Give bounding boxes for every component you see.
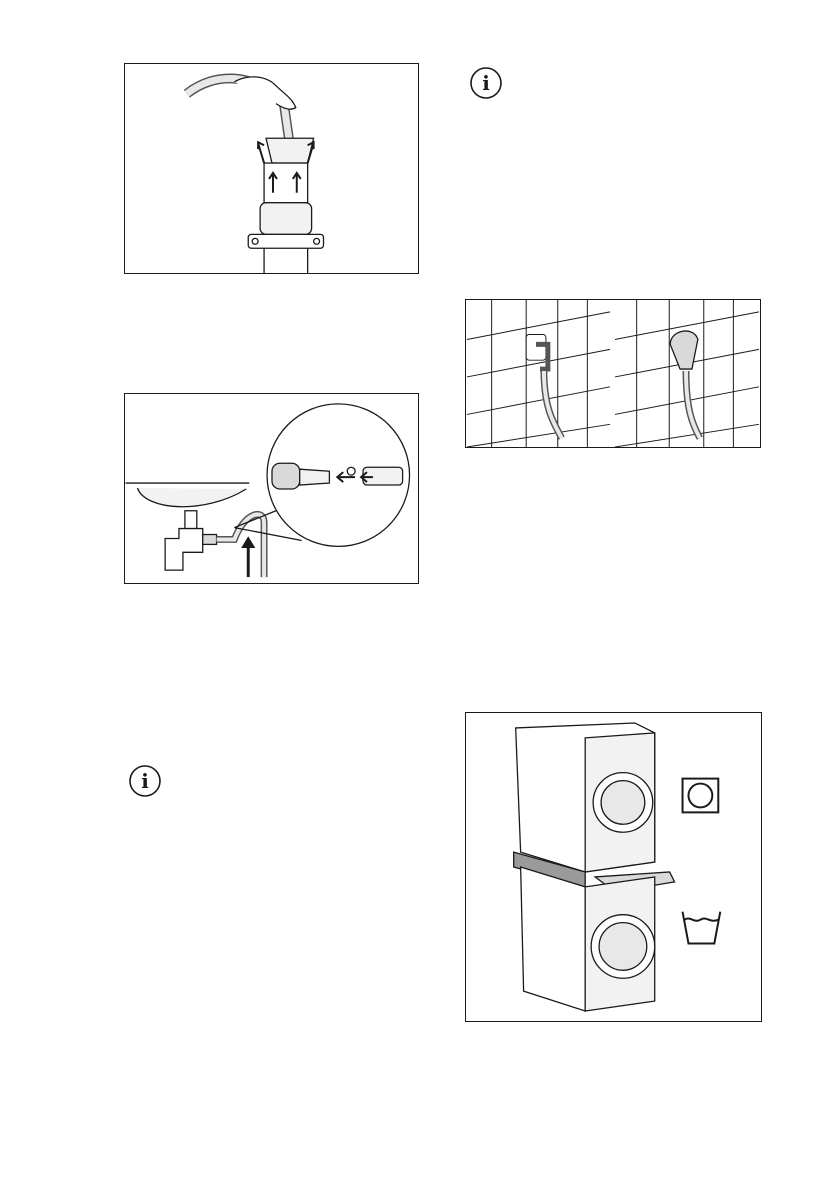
siphon-connection-icon <box>125 394 418 583</box>
info-icon: i <box>128 764 162 798</box>
stacked-dryer-washer-icon <box>466 713 761 1021</box>
figure-stacking-kit <box>465 712 762 1022</box>
drain-pipe-hose-icon <box>125 64 418 273</box>
info-glyph: i <box>141 769 149 793</box>
figure-drain-pipe <box>124 63 419 274</box>
wall-outlet-icon <box>466 300 760 447</box>
figure-siphon-connection <box>124 393 419 584</box>
figure-wall-outlets <box>465 299 761 448</box>
info-glyph: i <box>482 71 490 95</box>
info-icon: i <box>469 66 503 100</box>
